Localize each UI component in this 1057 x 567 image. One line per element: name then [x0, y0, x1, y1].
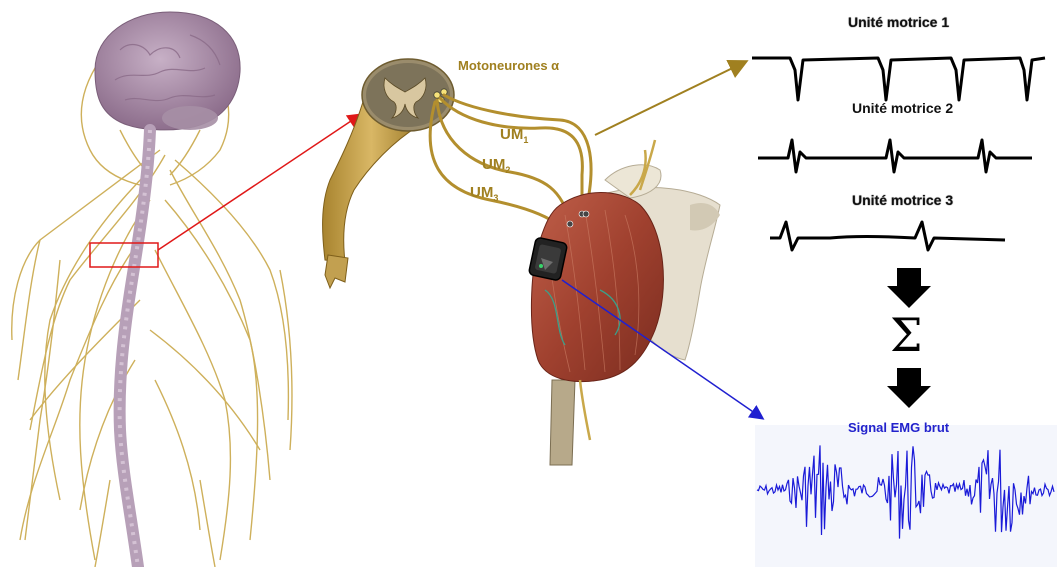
um3-base: UM	[470, 184, 493, 201]
mu3-waveform	[770, 222, 1005, 250]
down-arrow-icon	[887, 268, 931, 308]
um1-base: UM	[500, 126, 523, 143]
um2-sub: 2	[505, 165, 510, 175]
mu3-title: Unité motrice 3	[852, 192, 953, 208]
emg-electrode-icon	[528, 237, 567, 281]
um1-label: UM1	[500, 126, 528, 145]
um1-sub: 1	[523, 135, 528, 145]
sum-symbol: Σ	[890, 308, 923, 362]
shoulder-muscle	[531, 140, 720, 465]
down-arrow-icon	[887, 368, 931, 408]
emg-title: Signal EMG brut	[848, 420, 949, 435]
gold-arrow	[595, 62, 745, 135]
motoneurons-label: Motoneurones α	[458, 58, 559, 73]
um2-label: UM2	[482, 156, 510, 175]
um3-label: UM3	[470, 184, 498, 203]
mu-waveforms	[752, 58, 1045, 250]
mu2-waveform	[758, 140, 1032, 172]
mu1-title: Unité motrice 1	[848, 14, 949, 30]
um3-sub: 3	[493, 193, 498, 203]
human-nervous-system	[12, 12, 292, 567]
emg-raw-signal	[755, 425, 1057, 567]
mu2-title: Unité motrice 2	[852, 100, 953, 116]
spinal-cord-section	[323, 59, 454, 288]
mu1-waveform	[752, 58, 1045, 100]
um2-base: UM	[482, 156, 505, 173]
